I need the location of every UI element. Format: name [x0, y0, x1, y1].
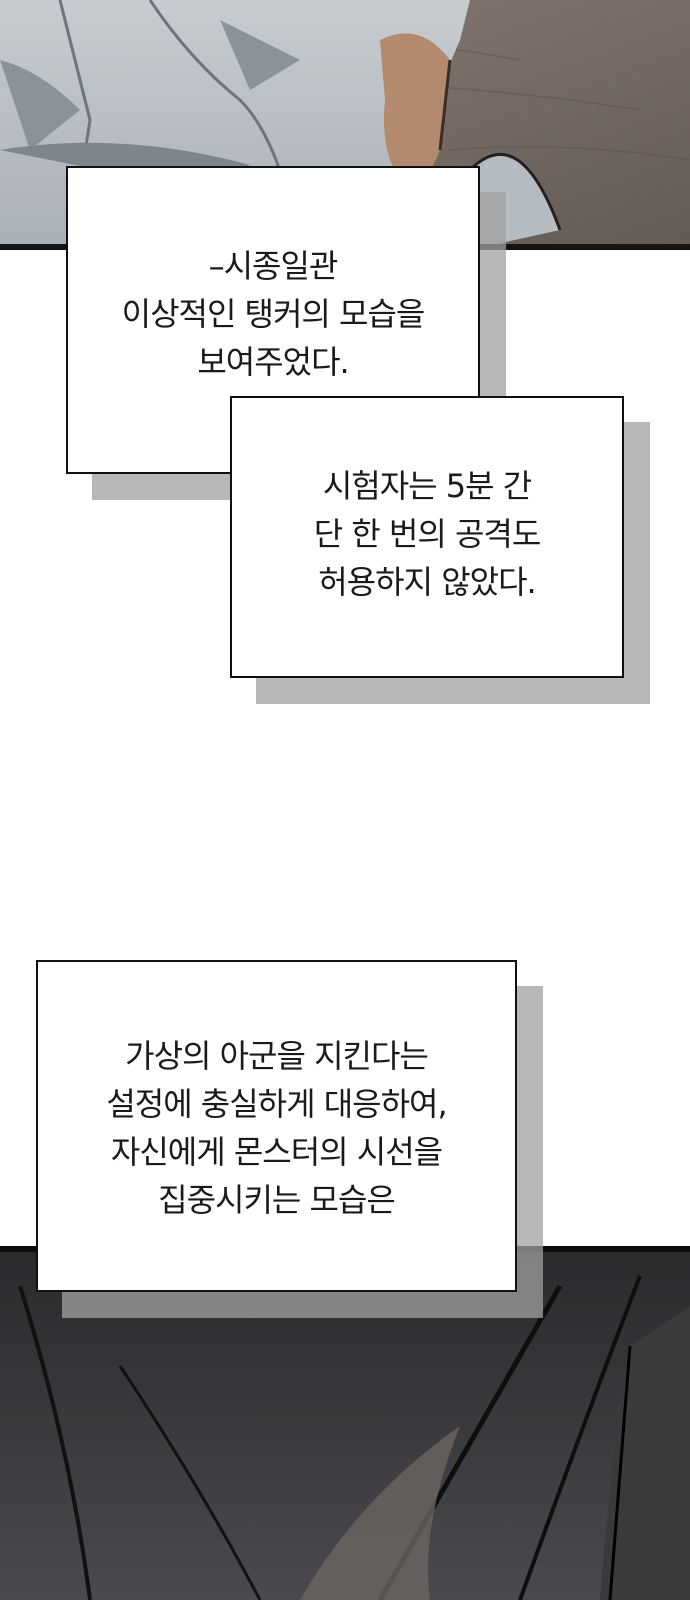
caption-line: 설정에 충실하게 대응하여, — [106, 1085, 447, 1123]
caption-line: 자신에게 몬스터의 시선을 — [110, 1133, 443, 1171]
caption-line: –시종일관 — [208, 247, 339, 285]
caption-line: 시험자는 5분 간 — [322, 467, 532, 505]
bottom-comic-panel — [0, 1246, 690, 1600]
caption-line: 가상의 아군을 지킨다는 — [125, 1037, 429, 1075]
caption-box-3-text: 가상의 아군을 지킨다는 설정에 충실하게 대응하여, 자신에게 몬스터의 시선… — [38, 1032, 515, 1224]
bottom-panel-artwork — [0, 1246, 690, 1600]
caption-box-2-text: 시험자는 5분 간 단 한 번의 공격도 허용하지 않았다. — [232, 462, 622, 606]
caption-line: 단 한 번의 공격도 — [313, 515, 542, 553]
caption-line: 집중시키는 모습은 — [158, 1181, 396, 1219]
caption-box-1-text: –시종일관 이상적인 탱커의 모습을 보여주었다. — [68, 242, 478, 386]
caption-line: 보여주었다. — [197, 343, 349, 381]
caption-line: 이상적인 탱커의 모습을 — [121, 295, 426, 333]
caption-box-3: 가상의 아군을 지킨다는 설정에 충실하게 대응하여, 자신에게 몬스터의 시선… — [36, 960, 517, 1292]
caption-line: 허용하지 않았다. — [318, 563, 536, 601]
caption-box-2: 시험자는 5분 간 단 한 번의 공격도 허용하지 않았다. — [230, 396, 624, 678]
